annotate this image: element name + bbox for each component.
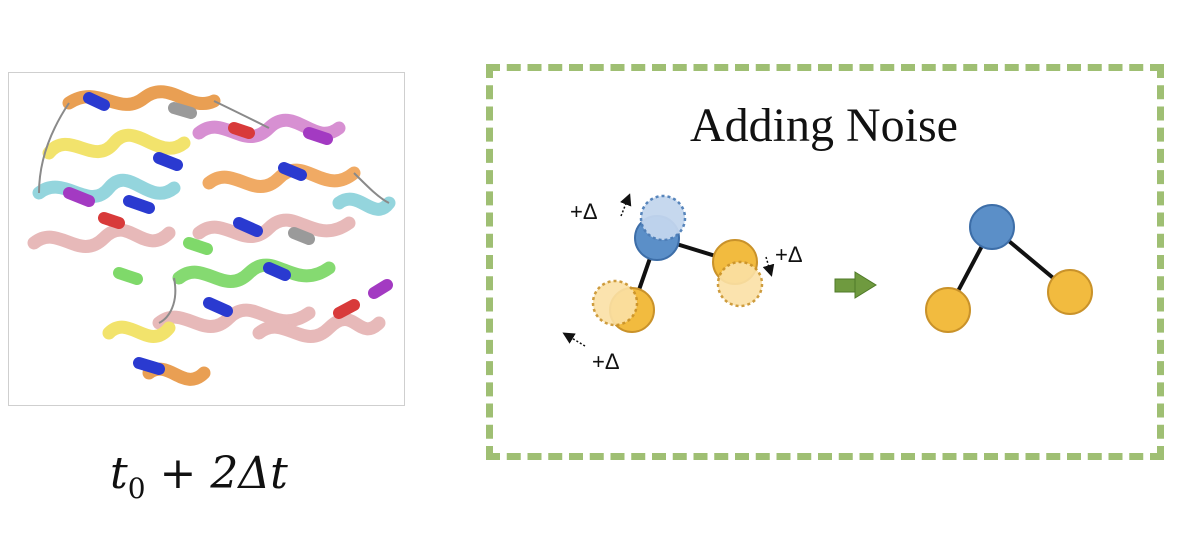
clean-node-yellow-left [925, 287, 971, 333]
clean-node-yellow-right [1047, 269, 1093, 315]
protein-ribbon-icon [27, 85, 396, 386]
delta-label-right: +Δ [775, 242, 803, 267]
noise-arrow-yellow-left [562, 332, 586, 347]
time-symbol: t [110, 448, 128, 499]
time-caption: t0 + 2Δt [110, 448, 310, 508]
delta-label-bottom: +Δ [592, 349, 620, 374]
delta-label-top: +Δ [570, 199, 598, 224]
node-blue-displaced [639, 194, 687, 242]
time-subscript: 0 [127, 471, 146, 505]
adding-noise-panel [486, 64, 1164, 460]
noise-arrow-blue [620, 193, 632, 217]
node-yellow-right-displaced [716, 260, 764, 308]
right-arrow-icon [834, 271, 877, 299]
clean-node-blue [969, 204, 1015, 250]
noise-panel-title: Adding Noise [690, 99, 958, 152]
noise-arrow-yellow-right [762, 256, 775, 277]
time-offset: + 2Δt [145, 448, 288, 499]
node-yellow-left-displaced [591, 279, 639, 327]
protein-structure-panel [8, 72, 405, 406]
